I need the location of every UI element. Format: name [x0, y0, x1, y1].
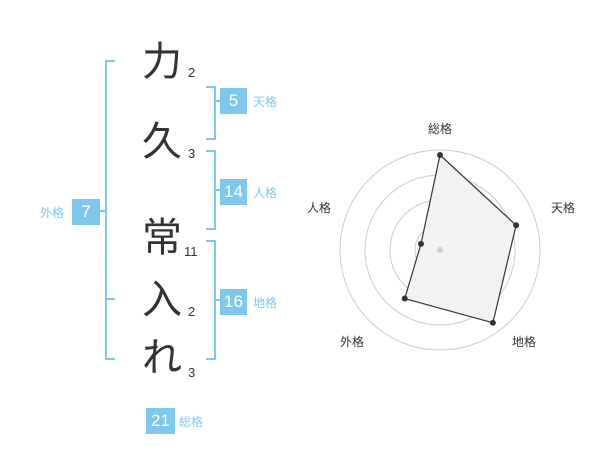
radar-axis-label-jinkaku: 人格 — [307, 200, 331, 215]
gaikaku-label: 外格 — [40, 206, 65, 220]
jinkaku-label: 人格 — [253, 186, 278, 200]
tenkaku-badge: 5 — [220, 88, 247, 114]
radar-axis-label-chikaku: 地格 — [512, 334, 536, 349]
soukaku-label: 総格 — [179, 415, 204, 429]
radar-points — [401, 152, 520, 326]
stroke-count-3: 11 — [184, 244, 198, 259]
soukaku-badge: 21 — [146, 408, 175, 434]
radar-center-point — [437, 247, 443, 253]
chikaku-bracket-tick — [214, 299, 220, 301]
stroke-count-4: 2 — [188, 304, 196, 319]
radar-axis-label-gaikaku: 外格 — [340, 334, 364, 349]
radar-point-1 — [513, 222, 520, 229]
name-char-2: 久 — [142, 119, 182, 165]
radar-point-3 — [401, 295, 408, 302]
chikaku-label: 地格 — [253, 296, 278, 310]
stroke-count-5: 3 — [188, 365, 196, 380]
gaikaku-badge: 7 — [72, 199, 100, 225]
stroke-count-2: 3 — [188, 146, 196, 161]
radar-ring — [339, 149, 541, 351]
radar-axis-label-tenkaku: 天格 — [551, 200, 575, 215]
chikaku-badge: 16 — [220, 289, 247, 315]
radar-point-4 — [417, 240, 424, 247]
jinkaku-badge: 14 — [220, 179, 247, 205]
gaikaku-bracket — [105, 60, 115, 360]
radar-polygon — [403, 153, 517, 324]
name-char-1: 力 — [142, 39, 182, 85]
tenkaku-bracket-tick — [214, 100, 220, 102]
radar-point-2 — [489, 319, 496, 326]
jinkaku-bracket-tick — [214, 189, 220, 191]
tenkaku-bracket — [206, 86, 216, 140]
tenkaku-label: 天格 — [253, 95, 278, 109]
radar-point-0 — [437, 152, 443, 158]
gaikaku-bracket-connector — [100, 210, 106, 212]
radar-axis-label-soukaku: 総格 — [428, 121, 452, 136]
gaikaku-bracket-tick-bottom — [105, 298, 115, 300]
name-char-4: 入 — [142, 277, 182, 323]
stroke-count-1: 2 — [188, 65, 196, 80]
name-char-3: 常 — [142, 215, 182, 261]
name-char-5: れ — [142, 335, 182, 381]
